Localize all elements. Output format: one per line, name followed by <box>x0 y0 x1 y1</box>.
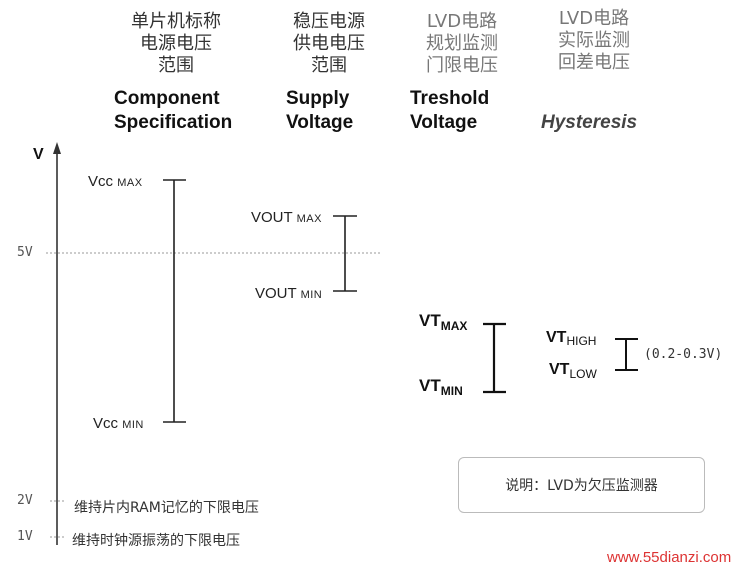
col4-en-line1: Hysteresis <box>541 112 638 133</box>
col3-en-line2: Voltage <box>410 112 478 133</box>
vt-max-main: VT <box>419 311 441 330</box>
tick-label-2v: 2V <box>17 493 33 508</box>
vcc-min-main: Vcc <box>93 415 123 432</box>
col1-en-line2: Specification <box>114 112 233 133</box>
col1-zh: 单片机标称 电源电压 范围 <box>110 11 242 77</box>
col3-zh-line3: 门限电压 <box>426 55 498 76</box>
note-clock: 维持时钟源振荡的下限电压 <box>72 533 240 549</box>
vout-min-sub: MIN <box>300 289 323 301</box>
col2-zh-line3: 范围 <box>311 55 347 76</box>
col1-en-line1: Component <box>114 88 220 109</box>
col1-zh-line3: 范围 <box>158 55 194 76</box>
note-ram: 维持片内RAM记忆的下限电压 <box>74 500 259 516</box>
col1-en: Component Specification <box>114 87 232 135</box>
col3-zh-line1: LVD电路 <box>426 11 498 32</box>
vt-high-main: VT <box>546 329 567 346</box>
col1-zh-line1: 单片机标称 <box>131 11 221 32</box>
vout-min-main: VOUT <box>255 285 301 302</box>
vt-max-label: VTMAX <box>419 311 467 333</box>
v-axis-arrow <box>53 142 61 154</box>
vt-low-main: VT <box>549 361 570 378</box>
vout-max-label: VOUT MAX <box>251 209 322 226</box>
col2-en-line2: Voltage <box>286 112 354 133</box>
col3-zh: LVD电路 规划监测 门限电压 <box>408 11 516 77</box>
col3-en-line1: Treshold <box>410 88 490 109</box>
vcc-min-label: Vcc MIN <box>93 415 144 432</box>
vt-low-label: VTLOW <box>549 361 597 381</box>
vout-max-sub: MAX <box>296 213 322 225</box>
vt-min-label: VTMIN <box>419 376 463 398</box>
col3-en: Treshold Voltage <box>410 87 489 135</box>
tick-label-5v: 5V <box>17 245 33 260</box>
vt-low-sub: LOW <box>569 367 597 381</box>
vt-high-sub: HIGH <box>566 334 597 348</box>
vt-min-main: VT <box>419 376 441 395</box>
vcc-max-main: Vcc <box>88 173 118 190</box>
col2-zh: 稳压电源 供电电压 范围 <box>270 11 388 77</box>
explanation-box: 说明：LVD为欠压监测器 <box>458 457 705 513</box>
vt-min-sub: MIN <box>440 384 463 398</box>
col2-en: Supply Voltage <box>286 87 353 135</box>
explanation-text: 说明：LVD为欠压监测器 <box>505 478 658 494</box>
col4-zh: LVD电路 实际监测 回差电压 <box>540 8 648 74</box>
vout-min-label: VOUT MIN <box>255 285 322 302</box>
col2-zh-line2: 供电电压 <box>293 33 365 54</box>
col4-zh-line2: 实际监测 <box>558 30 630 51</box>
col1-zh-line2: 电源电压 <box>140 33 212 54</box>
v-axis-label: V <box>33 146 44 163</box>
col2-zh-line1: 稳压电源 <box>293 11 365 32</box>
col4-zh-line3: 回差电压 <box>558 52 630 73</box>
hysteresis-range-label: (0.2-0.3V) <box>644 347 723 362</box>
vt-high-label: VTHIGH <box>546 329 596 348</box>
col2-en-line1: Supply <box>286 88 350 109</box>
col4-en: Hysteresis <box>541 111 637 135</box>
col3-zh-line2: 规划监测 <box>426 33 498 54</box>
vout-max-main: VOUT <box>251 209 297 226</box>
vcc-max-label: Vcc MAX <box>88 173 143 190</box>
vcc-min-sub: MIN <box>122 419 144 431</box>
col4-zh-line1: LVD电路 <box>558 8 630 29</box>
tick-label-1v: 1V <box>17 529 33 544</box>
watermark: www.55dianzi.com <box>607 549 732 566</box>
vcc-max-sub: MAX <box>117 177 143 189</box>
vt-max-sub: MAX <box>440 319 468 333</box>
